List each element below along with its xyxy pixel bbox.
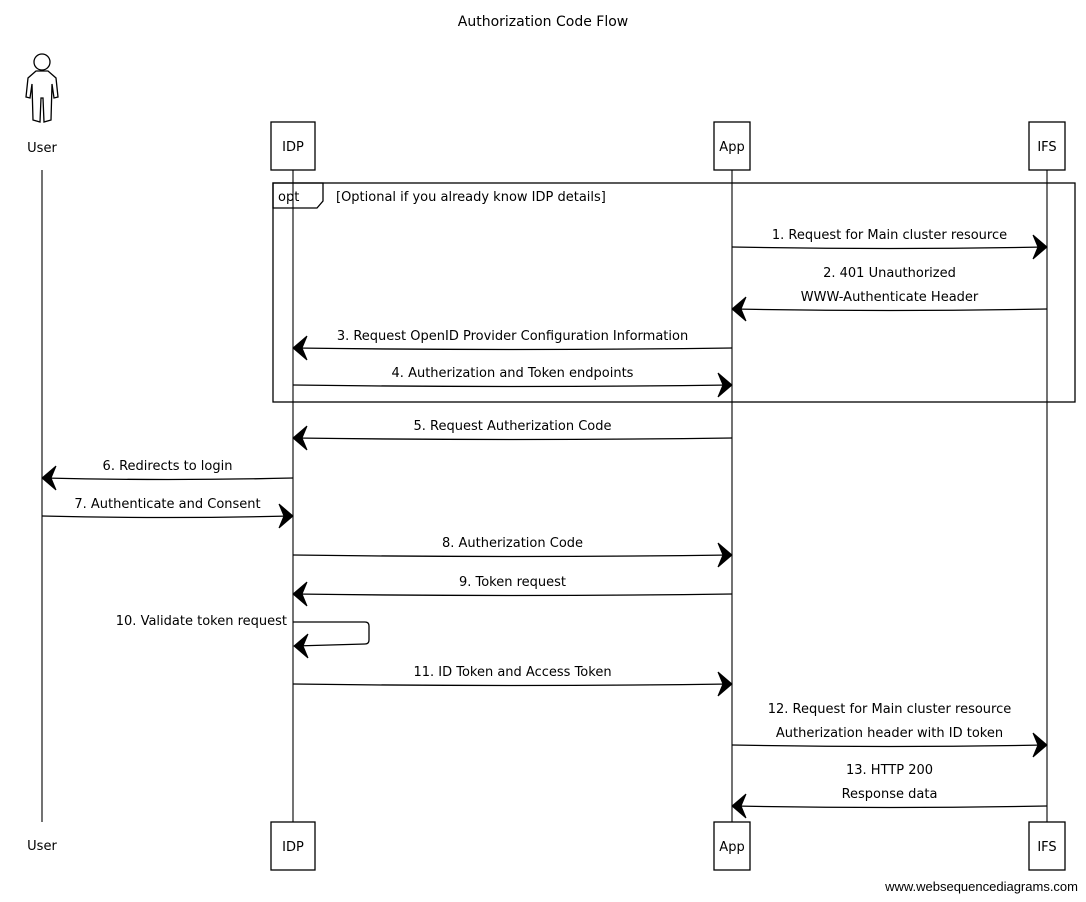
message-9: 9. Token request	[292, 575, 733, 607]
message-arrow-line	[731, 744, 1046, 748]
participant-idp-top: IDP	[270, 121, 316, 171]
participant-idp-bottom: IDP	[270, 821, 316, 871]
participant-app-top: App	[713, 121, 751, 171]
message-3: 3. Request OpenID Provider Configuration…	[292, 329, 733, 361]
message-label: WWW-Authenticate Header	[801, 290, 979, 305]
arrowhead-icon	[1032, 234, 1048, 260]
message-arrow-line	[41, 515, 292, 519]
arrowhead-icon	[41, 465, 57, 491]
message-5: 5. Request Autherization Code	[292, 419, 733, 451]
opt-fragment-condition: [Optional if you already know IDP detail…	[336, 190, 606, 205]
participant-box	[270, 821, 316, 871]
participant-box	[1028, 821, 1066, 871]
participant-label-app: App	[719, 840, 744, 855]
message-label: 10. Validate token request	[116, 614, 287, 629]
message-arrow-line	[733, 308, 1048, 312]
messages: 1. Request for Main cluster resource 2. 4…	[41, 228, 1048, 819]
message-label: 6. Redirects to login	[103, 459, 233, 474]
watermark: www.websequencediagrams.com	[884, 879, 1078, 894]
arrowhead-icon	[717, 671, 733, 697]
diagram-title: Authorization Code Flow	[458, 14, 628, 30]
self-message-arrow	[293, 621, 370, 647]
participant-box	[713, 121, 751, 171]
participant-label-ifs: IFS	[1037, 840, 1056, 855]
message-label: 9. Token request	[459, 575, 566, 590]
message-label: 3. Request OpenID Provider Configuration…	[337, 329, 688, 344]
message-12: 12. Request for Main cluster resourceAut…	[731, 702, 1048, 758]
message-11: 11. ID Token and Access Token	[292, 665, 733, 697]
actor-icon	[25, 53, 59, 123]
message-label: 5. Request Autherization Code	[413, 419, 611, 434]
message-label: 1. Request for Main cluster resource	[772, 228, 1007, 243]
opt-fragment: opt [Optional if you already know IDP de…	[272, 182, 1076, 403]
message-label: 4. Autherization and Token endpoints	[392, 366, 634, 381]
message-label: Response data	[842, 787, 938, 802]
participant-label-ifs: IFS	[1037, 140, 1056, 155]
message-label: 11. ID Token and Access Token	[413, 665, 611, 680]
message-7: 7. Authenticate and Consent	[41, 497, 294, 529]
message-arrow-line	[43, 477, 294, 481]
message-label: Autherization header with ID token	[776, 726, 1003, 741]
message-8: 8. Autherization Code	[292, 536, 733, 568]
participant-ifs-top: IFS	[1028, 121, 1066, 171]
message-arrow-line	[292, 384, 731, 388]
participant-app-bottom: App	[713, 821, 751, 871]
message-arrow-line	[292, 683, 731, 687]
opt-fragment-tag-box	[272, 182, 324, 209]
arrowhead-icon	[731, 296, 747, 322]
participant-box	[713, 821, 751, 871]
arrowhead-icon	[292, 581, 308, 607]
arrowhead-icon	[292, 425, 308, 451]
participant-label-user-top: User	[27, 141, 57, 156]
arrowhead-icon	[293, 633, 309, 659]
arrowhead-icon	[717, 372, 733, 398]
participant-box	[1028, 121, 1066, 171]
arrowhead-icon	[731, 793, 747, 819]
message-label: 13. HTTP 200	[846, 763, 933, 778]
arrowhead-icon	[717, 542, 733, 568]
arrowhead-icon	[1032, 732, 1048, 758]
message-label: 7. Authenticate and Consent	[74, 497, 260, 512]
message-arrow-line	[731, 246, 1046, 250]
participants-top: User IDP App IFS	[25, 53, 1066, 171]
participant-label-idp: IDP	[282, 840, 304, 855]
message-10: 10. Validate token request	[116, 614, 370, 659]
message-arrow-line	[294, 593, 733, 597]
arrowhead-icon	[292, 335, 308, 361]
opt-fragment-frame	[272, 182, 1076, 403]
message-label: 2. 401 Unauthorized	[823, 266, 956, 281]
message-arrow-line	[292, 554, 731, 558]
message-arrow-line	[733, 805, 1048, 809]
participant-box	[270, 121, 316, 171]
message-4: 4. Autherization and Token endpoints	[292, 366, 733, 398]
participant-label-user-bottom: User	[27, 839, 57, 854]
message-label: 8. Autherization Code	[442, 536, 583, 551]
participants-bottom: User IDP App IFS	[27, 821, 1066, 871]
message-arrow-line	[294, 347, 733, 351]
participant-ifs-bottom: IFS	[1028, 821, 1066, 871]
lifelines	[41, 170, 1048, 822]
arrowhead-icon	[278, 503, 294, 529]
participant-label-app: App	[719, 140, 744, 155]
message-label: 12. Request for Main cluster resource	[768, 702, 1012, 717]
message-1: 1. Request for Main cluster resource	[731, 228, 1048, 260]
participant-label-idp: IDP	[282, 140, 304, 155]
opt-fragment-tag: opt	[278, 190, 299, 205]
message-arrow-line	[294, 437, 733, 441]
message-6: 6. Redirects to login	[41, 459, 294, 491]
